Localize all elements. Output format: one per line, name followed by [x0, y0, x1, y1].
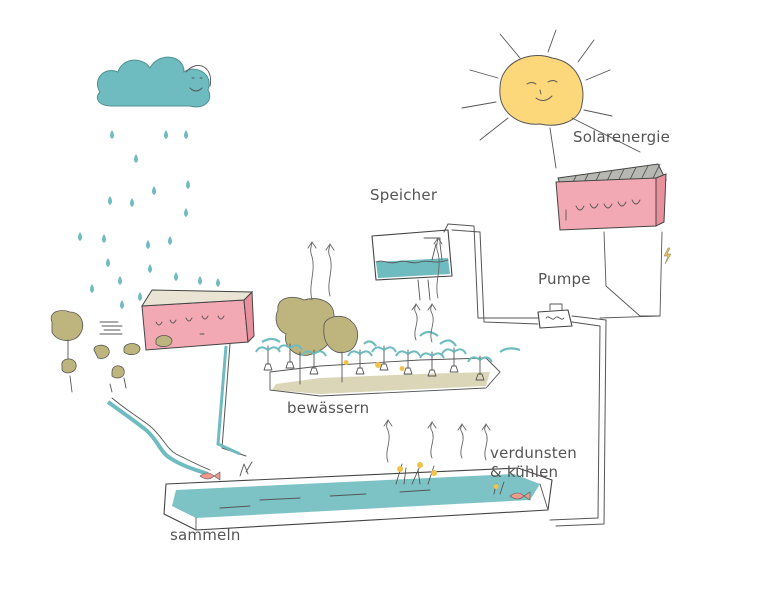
- runoff-stream-edge: [111, 397, 211, 471]
- runoff-stream: [106, 400, 209, 476]
- rain-drop: [90, 284, 94, 293]
- rain-drop: [134, 154, 138, 163]
- sun-to-panel-ray-left: [549, 127, 557, 169]
- power-wire-2: [599, 315, 661, 319]
- label-irrigate: bewässern: [287, 399, 369, 417]
- fish-icon-2: [509, 491, 531, 501]
- label-evaporate: verdunsten: [490, 444, 577, 462]
- rain-drop: [102, 234, 106, 243]
- rain-drop: [216, 278, 220, 287]
- label-collect: sammeln: [170, 526, 241, 544]
- rain-drop: [198, 276, 202, 285]
- label-cool: & kühlen: [490, 463, 558, 481]
- rain-drop: [146, 240, 150, 249]
- rain-drop: [120, 300, 124, 309]
- power-wire: [603, 231, 663, 317]
- sun-to-panel-ray-right: [571, 117, 641, 153]
- rain-drop: [164, 130, 168, 139]
- rain-drop: [118, 276, 122, 285]
- pump-icon: [537, 303, 573, 329]
- rain-drop: [130, 198, 134, 207]
- lightning-icon: [663, 247, 672, 265]
- rain-drop: [186, 180, 190, 189]
- fish-icon: [199, 471, 221, 481]
- label-solar-energy: Solarenergie: [573, 128, 670, 146]
- rain-drop: [152, 186, 156, 195]
- rain-drop: [184, 130, 188, 139]
- rain-drop: [138, 292, 142, 301]
- rain-drop: [174, 272, 178, 281]
- irrigated-garden: [255, 296, 521, 397]
- pipe-trough-to-pump: [549, 315, 607, 527]
- rain-drop: [106, 258, 110, 267]
- rain-drop: [148, 264, 152, 273]
- rain-drop: [110, 130, 114, 139]
- storage-tank: [371, 229, 453, 301]
- collection-trough: [163, 461, 553, 531]
- evaporation-mist: [307, 237, 491, 463]
- left-trees: [50, 310, 173, 393]
- pipe-pump-to-storage: [443, 223, 539, 325]
- rain-drop: [108, 196, 112, 205]
- rain-drop: [168, 236, 172, 245]
- rain-drop: [78, 232, 82, 241]
- label-storage: Speicher: [370, 186, 438, 204]
- downspout-water: [216, 345, 241, 456]
- solar-panel-unit: [555, 163, 667, 231]
- sun-icon: [461, 29, 613, 141]
- label-pump: Pumpe: [538, 270, 591, 288]
- cloud-icon: [96, 56, 212, 108]
- rain-drop: [184, 208, 188, 217]
